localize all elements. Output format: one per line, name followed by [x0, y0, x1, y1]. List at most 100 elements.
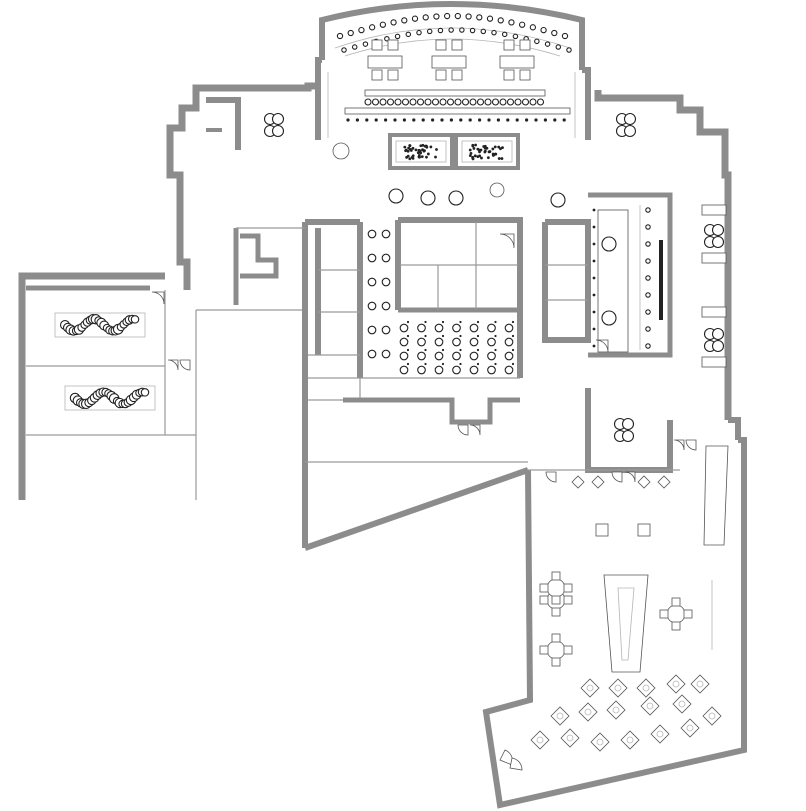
- foliage-dot: [411, 154, 415, 158]
- lounge-table: [546, 578, 566, 598]
- dining-seat: [406, 320, 410, 324]
- dining-seat: [504, 365, 514, 375]
- dining-seat: [381, 253, 391, 263]
- dining-seat: [459, 348, 462, 352]
- arc-seat: [351, 44, 358, 50]
- foliage-dot: [408, 144, 412, 147]
- lounge-seat: [590, 732, 610, 752]
- lounge-chair: [671, 597, 681, 607]
- foliage-dot: [469, 152, 473, 155]
- counter-stool: [468, 118, 472, 122]
- foliage-dot: [411, 156, 415, 160]
- arc-seat: [416, 29, 422, 36]
- dining-seat: [452, 351, 461, 361]
- foliage-dot: [471, 144, 475, 148]
- foliage-dot: [473, 154, 477, 158]
- dining-seat: [434, 365, 444, 375]
- lounge-seat: [642, 684, 650, 692]
- counter-stool: [487, 118, 491, 122]
- dining-seat: [441, 362, 445, 366]
- dining-seat: [424, 348, 427, 352]
- booth-table: [701, 252, 727, 264]
- dining-seat: [504, 351, 514, 361]
- dining-seat: [469, 337, 479, 347]
- dining-seat: [381, 301, 391, 311]
- dining-seat: [424, 334, 427, 338]
- counter-stool: [446, 98, 455, 106]
- bar-stool: [645, 275, 651, 281]
- dining-seat: [494, 362, 497, 366]
- foliage-dot: [474, 143, 477, 147]
- entry-planter: [591, 475, 605, 489]
- dining-seat: [434, 337, 444, 347]
- counter-stool: [525, 118, 529, 122]
- foliage-dot: [408, 157, 412, 161]
- booth-seat: [271, 124, 285, 138]
- lounge-seat: [608, 678, 628, 698]
- counter-stool: [461, 98, 470, 106]
- counter-stool: [409, 98, 417, 106]
- entry-planter: [571, 475, 585, 489]
- arc-seat: [497, 17, 504, 24]
- lounge-seat: [550, 706, 570, 726]
- right-bar: [597, 205, 663, 353]
- dining-seat: [487, 337, 496, 347]
- counter-stool: [439, 98, 447, 106]
- bar-stool: [592, 208, 596, 212]
- dining-seat: [399, 323, 409, 333]
- lounge-chair: [563, 583, 573, 593]
- counter-stool: [459, 118, 463, 122]
- foliage-dot: [426, 152, 430, 156]
- dining-seat: [476, 362, 480, 366]
- counter-stool: [364, 98, 372, 106]
- bar-stool: [592, 276, 596, 280]
- foliage-dot: [403, 145, 407, 149]
- dining-seat: [441, 334, 445, 338]
- lounge-seat: [606, 700, 626, 720]
- lounge-bar: [595, 445, 729, 673]
- counter-stool: [496, 118, 500, 122]
- dining-seat: [476, 320, 480, 324]
- exterior-walls: [18, 1, 747, 809]
- dining-seat: [367, 325, 377, 335]
- booth-table: [701, 204, 727, 216]
- bar-stool-row: [592, 207, 651, 349]
- counter-stool: [421, 118, 425, 122]
- lounge-seat: [666, 674, 686, 694]
- entry-planter: [637, 475, 651, 489]
- bar-stool: [645, 326, 651, 332]
- foliage-dot: [486, 156, 490, 160]
- arc-seat: [555, 44, 562, 50]
- lounge-seat: [672, 680, 680, 688]
- foliage-dot: [434, 155, 437, 159]
- counter-stool: [355, 118, 359, 122]
- counter-stool: [562, 118, 566, 122]
- foliage-dot: [491, 147, 495, 151]
- lounge-chair: [551, 595, 561, 605]
- lounge-seat: [536, 736, 544, 744]
- counter-stool: [521, 98, 530, 106]
- dining-seat: [511, 320, 515, 324]
- dining-seat: [381, 349, 391, 359]
- lounge-table: [546, 640, 566, 660]
- counter-stool: [424, 98, 432, 106]
- counter-stool: [484, 98, 492, 106]
- lounge-seat: [530, 730, 550, 750]
- foliage-dot: [497, 145, 501, 149]
- dining-seat: [441, 320, 445, 324]
- lounge-seat: [626, 736, 634, 744]
- dining-seat: [487, 365, 496, 375]
- dining-seat: [494, 348, 497, 352]
- counter-stool: [386, 98, 395, 106]
- entry-planter: [657, 475, 671, 489]
- foliage-dot: [476, 155, 480, 159]
- dining-seat: [399, 351, 409, 361]
- dining-seat: [452, 365, 461, 375]
- foliage-dot: [493, 145, 497, 149]
- counter-stool: [515, 118, 519, 122]
- dining-seat: [469, 323, 479, 333]
- lounge-seat: [672, 694, 692, 714]
- arc-seat: [433, 13, 440, 20]
- booth-table: [701, 356, 727, 368]
- lounge-seat: [612, 706, 620, 714]
